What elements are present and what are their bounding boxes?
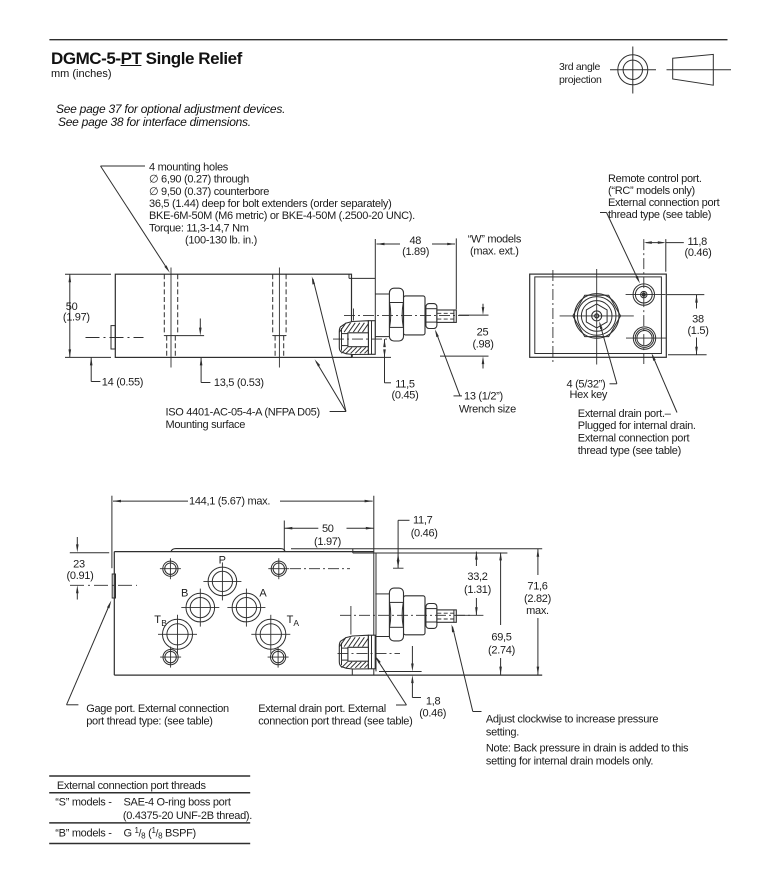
svg-text:(0.4375-20 UNF-2B thread).: (0.4375-20 UNF-2B thread). (123, 810, 252, 822)
svg-text:11,8: 11,8 (688, 236, 708, 248)
svg-text:23: 23 (73, 559, 85, 571)
svg-text:thread type (see table): thread type (see table) (578, 445, 681, 457)
svg-text:50: 50 (322, 523, 334, 535)
svg-text:∅ 9,50 (0.37) counterbore: ∅ 9,50 (0.37) counterbore (149, 186, 269, 198)
svg-text:1,8: 1,8 (426, 695, 441, 707)
svg-text:(1.97): (1.97) (63, 312, 90, 324)
svg-text:Gage port. External connection: Gage port. External connection (86, 703, 229, 715)
svg-text:“B” models -: “B” models - (55, 827, 112, 839)
svg-text:11,5: 11,5 (395, 379, 415, 391)
svg-text:thread type (see table): thread type (see table) (608, 209, 711, 221)
svg-text:13,5 (0.53): 13,5 (0.53) (214, 377, 264, 389)
svg-text:Mounting surface: Mounting surface (166, 419, 246, 431)
svg-text:max.: max. (526, 605, 549, 617)
svg-text:3rd angle: 3rd angle (559, 61, 601, 73)
svg-text:(2.82): (2.82) (524, 593, 551, 605)
svg-text:33,2: 33,2 (467, 571, 487, 583)
svg-text:Torque: 11,3-14,7 Nm: Torque: 11,3-14,7 Nm (149, 222, 249, 234)
svg-text:B: B (161, 618, 167, 628)
svg-text:BKE-6M-50M (M6 metric) or BKE-: BKE-6M-50M (M6 metric) or BKE-4-50M (.25… (149, 210, 415, 222)
svg-text:“W” models: “W” models (468, 234, 522, 246)
svg-text:(0.91): (0.91) (67, 570, 94, 582)
svg-text:13 (1/2”): 13 (1/2”) (464, 390, 503, 402)
svg-text:∅ 6,90 (0.27) through: ∅ 6,90 (0.27) through (149, 174, 249, 186)
svg-text:(0.45): (0.45) (392, 389, 419, 401)
svg-text:External connection port: External connection port (578, 433, 690, 445)
svg-text:(0.46): (0.46) (685, 247, 712, 259)
svg-text:(.98): (.98) (472, 339, 493, 351)
svg-text:External drain port.–: External drain port.– (578, 408, 672, 420)
svg-text:(2.74): (2.74) (488, 645, 515, 657)
svg-text:A: A (293, 618, 299, 628)
svg-text:P: P (219, 554, 226, 566)
svg-text:36,5 (1.44) deep for bolt exte: 36,5 (1.44) deep for bolt extenders (ord… (149, 198, 391, 210)
svg-text:144,1 (5.67) max.: 144,1 (5.67) max. (189, 496, 270, 508)
svg-text:4 mounting holes: 4 mounting holes (149, 161, 229, 173)
svg-text:B: B (181, 587, 188, 599)
svg-text:69,5: 69,5 (491, 631, 511, 643)
svg-text:(0.46): (0.46) (411, 528, 438, 540)
svg-text:38: 38 (692, 313, 704, 325)
svg-text:4 (5/32”): 4 (5/32”) (567, 379, 606, 391)
svg-text:25: 25 (477, 327, 489, 339)
svg-text:projection: projection (559, 74, 602, 86)
svg-text:(0.46): (0.46) (419, 708, 446, 720)
svg-text:11,7: 11,7 (413, 515, 433, 527)
svg-text:71,6: 71,6 (527, 580, 547, 592)
svg-text:(“RC” models only): (“RC” models only) (608, 185, 695, 197)
svg-text:G 1/8 (1/8 BSPF): G 1/8 (1/8 BSPF) (124, 826, 196, 841)
svg-text:External connection port: External connection port (608, 197, 720, 209)
svg-text:connection port thread (see ta: connection port thread (see table) (258, 715, 412, 727)
svg-text:(max. ext.): (max. ext.) (470, 245, 519, 257)
svg-text:(1.31): (1.31) (464, 584, 491, 596)
svg-text:“S” models -: “S” models - (55, 797, 112, 809)
svg-text:A: A (259, 588, 267, 600)
svg-text:setting for internal drain mod: setting for internal drain models only. (486, 756, 653, 768)
svg-text:setting.: setting. (486, 727, 519, 739)
svg-text:T: T (287, 614, 294, 626)
svg-text:14 (0.55): 14 (0.55) (102, 376, 143, 388)
svg-text:Remote control port.: Remote control port. (608, 173, 702, 185)
svg-text:Adjust clockwise to increase p: Adjust clockwise to increase pressure (486, 713, 658, 725)
svg-text:External connection port threa: External connection port threads (57, 780, 207, 792)
svg-text:Hex key: Hex key (570, 389, 608, 401)
svg-text:(1.97): (1.97) (314, 536, 341, 548)
svg-text:48: 48 (409, 235, 421, 247)
svg-text:Plugged for internal drain.: Plugged for internal drain. (578, 420, 696, 432)
svg-text:External drain port. External: External drain port. External (258, 703, 386, 715)
svg-text:ISO 4401-AC-05-4-A (NFPA D05): ISO 4401-AC-05-4-A (NFPA D05) (166, 406, 320, 418)
svg-text:(100-130 lb. in.): (100-130 lb. in.) (185, 235, 257, 247)
svg-text:Note: Back pressure in drain i: Note: Back pressure in drain is added to… (486, 742, 689, 754)
svg-text:50: 50 (66, 301, 78, 313)
svg-text:port thread type: (see table): port thread type: (see table) (86, 715, 212, 727)
svg-text:Wrench size: Wrench size (459, 404, 516, 416)
svg-text:SAE-4 O-ring boss port: SAE-4 O-ring boss port (124, 797, 231, 809)
svg-text:T: T (154, 614, 161, 626)
svg-text:(1.89): (1.89) (402, 246, 429, 258)
svg-text:(1.5): (1.5) (687, 325, 708, 337)
